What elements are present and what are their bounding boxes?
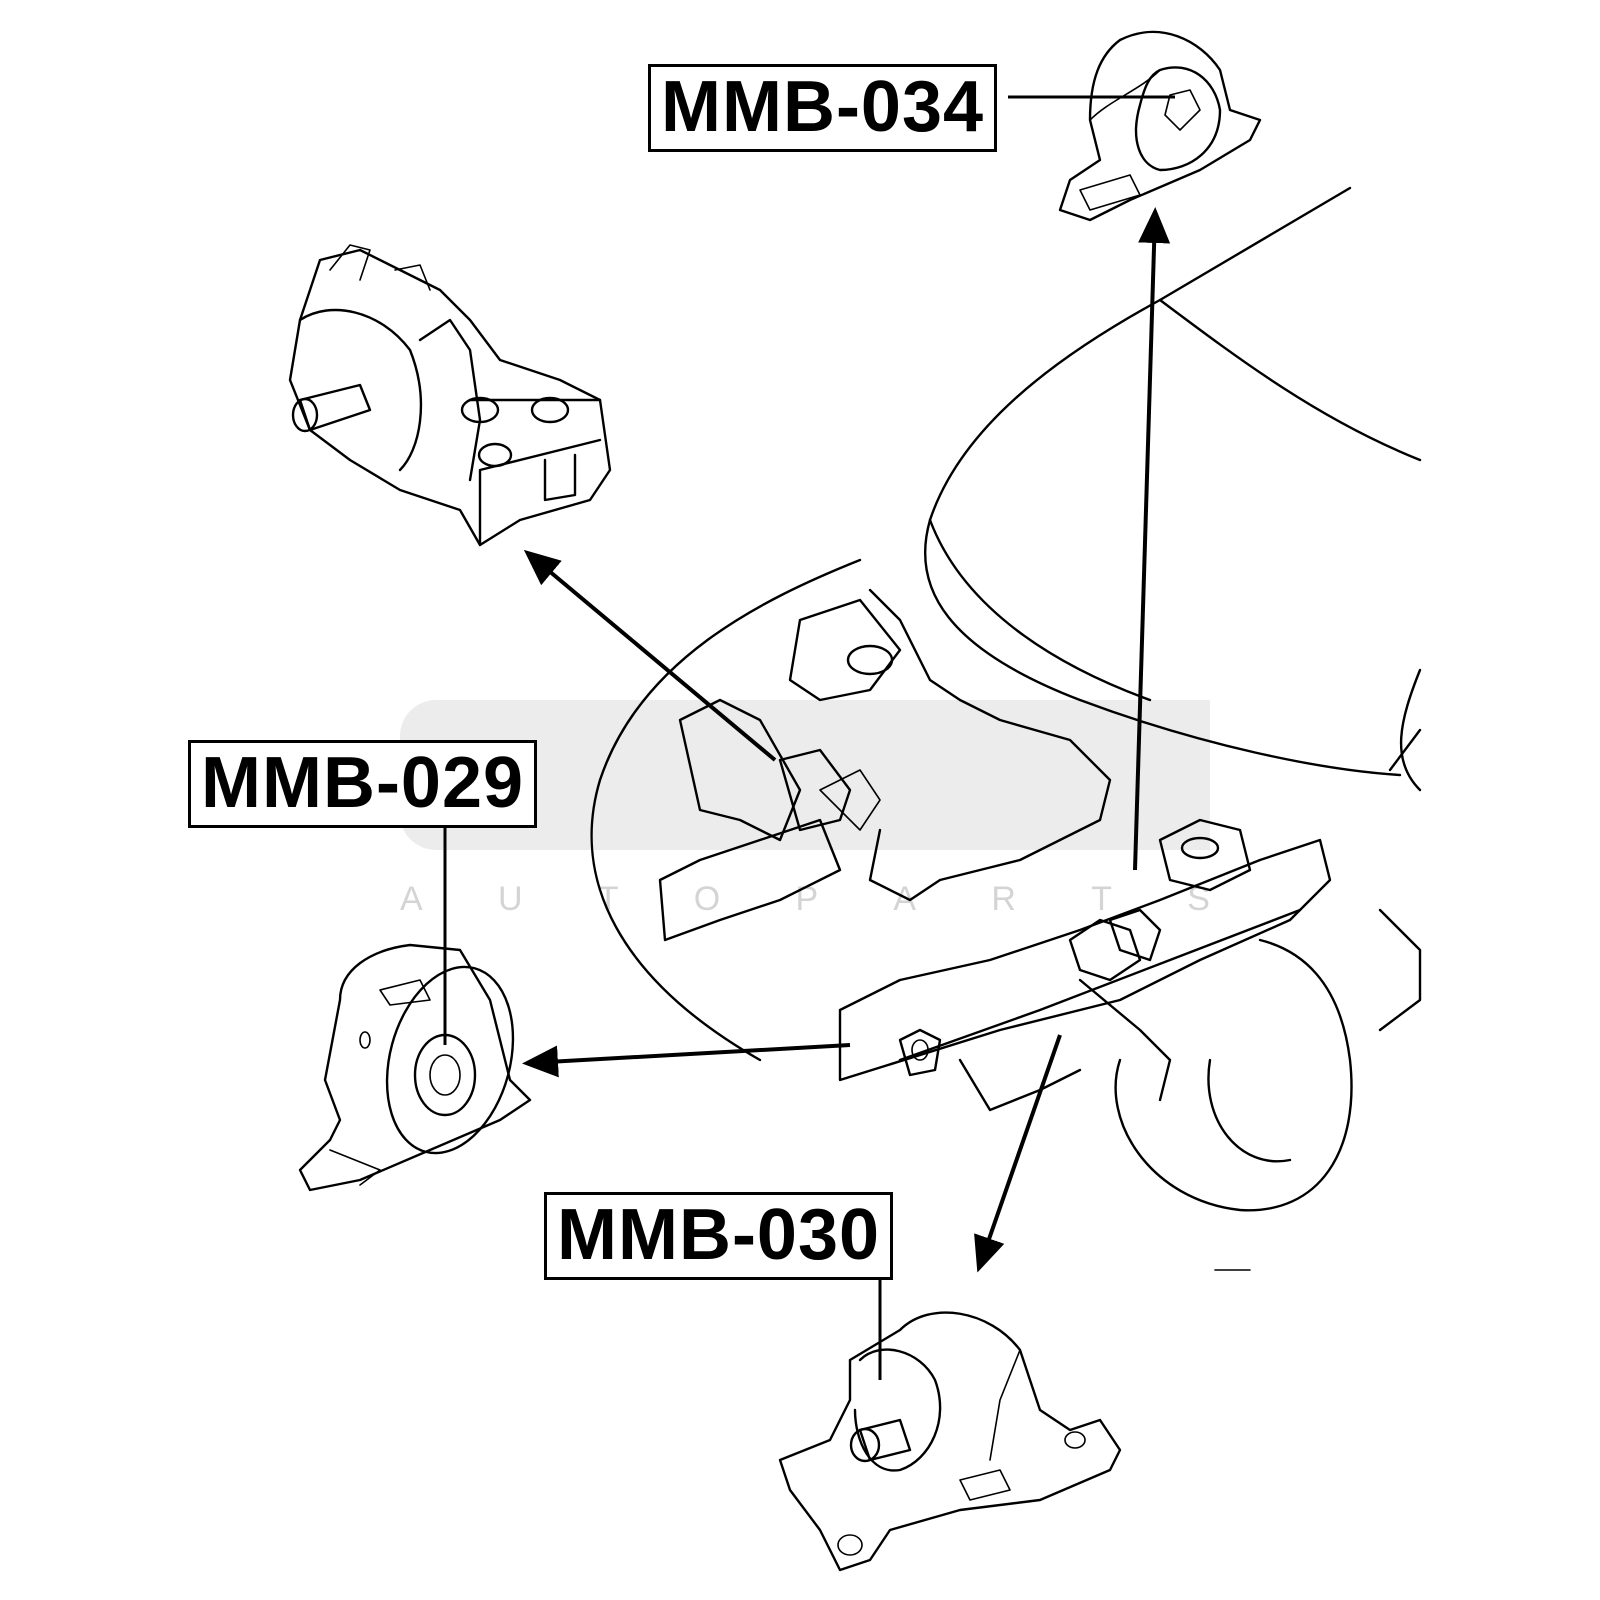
watermark-letter: A: [400, 880, 423, 918]
watermark-letter: A: [893, 880, 917, 918]
label-mmb-030: MMB-030: [544, 1192, 894, 1280]
mount-mmb-029-drawing: [298, 943, 532, 1192]
label-mmb-029: MMB-029: [188, 740, 538, 828]
arrow-to-mmb-030: [974, 1034, 1062, 1273]
watermark-letter: R: [991, 880, 1016, 918]
label-mmb-034: MMB-034: [648, 64, 998, 152]
mount-top-left-drawing: [288, 244, 612, 547]
engine-subframe: [658, 588, 1332, 1112]
pointer-arrows: [522, 207, 1171, 1273]
callout-leaders: [443, 95, 1175, 1380]
watermark-letter: T: [597, 880, 619, 918]
mount-mmb-034-drawing: [1058, 30, 1262, 222]
arrow-to-top-left-mount: [523, 549, 777, 762]
vehicle-body-outline: [590, 186, 1422, 1271]
watermark-letter: T: [1091, 880, 1112, 918]
mount-mmb-030-drawing: [778, 1311, 1122, 1572]
arrow-to-mmb-034: [1133, 207, 1171, 871]
arrow-to-mmb-029: [522, 1043, 851, 1078]
watermark-letter: O: [693, 880, 721, 918]
watermark-letter: U: [497, 880, 523, 918]
